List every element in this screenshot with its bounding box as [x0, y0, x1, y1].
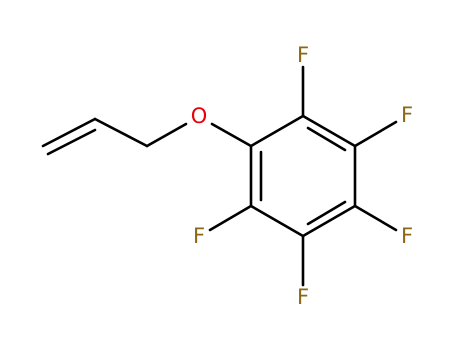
cf-bond-upper-right: [353, 120, 398, 148]
atom-labels: O F F F F F: [191, 43, 413, 309]
ring-bond-1: [249, 114, 305, 148]
ch2-oxygen-bond: [145, 122, 188, 148]
bonds: [41, 65, 398, 287]
fluorine-atom-label-upper-right: F: [401, 103, 413, 127]
fluorine-atom-label-top: F: [297, 43, 309, 67]
oxygen-ring-bond: [210, 122, 253, 148]
cf-bond-lower-right: [353, 204, 398, 232]
vinyl-double-bond-outer: [41, 117, 97, 148]
ring-bond-5: [249, 204, 305, 238]
vinyl-double-bond-inner: [46, 128, 97, 156]
fluorine-atom-label-left: F: [193, 224, 205, 248]
cf-bond-left: [208, 204, 253, 232]
fluorine-atom-label-bottom: F: [297, 285, 309, 309]
ring-inner-double-1: [306, 126, 347, 152]
fluorine-atom-label-lower-right: F: [401, 224, 413, 248]
ring-bond-2: [301, 114, 357, 148]
ring-inner-double-2: [306, 200, 347, 226]
allyl-bond: [93, 117, 149, 148]
oxygen-atom-label: O: [191, 104, 208, 128]
ring-bond-4: [301, 204, 357, 238]
